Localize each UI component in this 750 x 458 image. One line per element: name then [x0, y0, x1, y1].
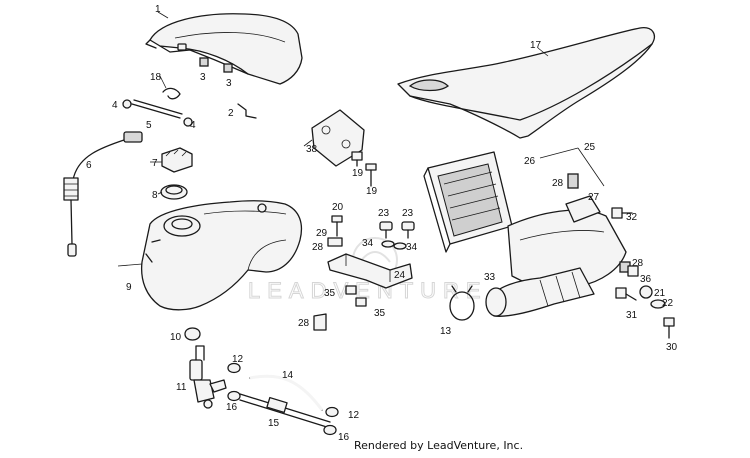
callout-23-b: 23 [402, 208, 414, 219]
callout-16-right: 16 [338, 432, 350, 443]
part-seat [397, 27, 655, 139]
callout-7: 7 [152, 158, 158, 169]
callout-16-left: 16 [226, 402, 238, 413]
part-bolt-20 [331, 215, 343, 237]
part-bolt-a [351, 151, 363, 167]
callout-18: 18 [150, 72, 162, 83]
callout-12-lower: 12 [348, 410, 360, 421]
callout-9: 9 [126, 282, 132, 293]
part-bolt-b [365, 163, 377, 187]
callout-1: 1 [155, 4, 161, 15]
callout-19-b: 19 [366, 186, 378, 197]
part-bushing-28 [327, 237, 343, 247]
part-screw-32 [611, 207, 633, 219]
callout-10: 10 [170, 332, 182, 343]
part-nut-36 [627, 265, 639, 277]
callout-34-b: 34 [406, 242, 418, 253]
callout-38: 38 [306, 144, 318, 155]
callout-31: 31 [626, 310, 638, 321]
callout-35-a: 35 [324, 288, 336, 299]
callout-28-upper: 28 [552, 178, 564, 189]
part-clip-right [223, 63, 233, 73]
callout-12-upper: 12 [232, 354, 244, 365]
callout-14: 14 [282, 370, 294, 381]
part-mounting-plate [311, 109, 365, 167]
callout-30: 30 [666, 342, 678, 353]
callout-4-right: 4 [190, 120, 196, 131]
callout-19-a: 19 [352, 168, 364, 179]
part-clip-28-upper [567, 173, 579, 189]
callout-23-a: 23 [378, 208, 390, 219]
callout-27: 27 [588, 192, 600, 203]
callout-3-left: 3 [200, 72, 206, 83]
part-gasket [160, 184, 188, 200]
part-bracket-strap [327, 253, 413, 289]
callout-25: 25 [584, 142, 596, 153]
leader-lines [117, 11, 605, 267]
callout-34-a: 34 [362, 238, 374, 249]
callout-20: 20 [332, 202, 344, 213]
callout-35-b: 35 [374, 308, 386, 319]
callout-36: 36 [640, 274, 652, 285]
part-intake-duct [485, 267, 595, 317]
callout-24: 24 [394, 270, 406, 281]
callout-6: 6 [86, 160, 92, 171]
part-hose-clamp-upper [227, 362, 241, 374]
part-rear-cover [145, 13, 303, 85]
callout-17: 17 [530, 40, 542, 51]
callout-22: 22 [662, 298, 674, 309]
part-tank-cap [161, 147, 193, 173]
part-fuel-tap [189, 345, 227, 409]
part-clamp-small-a [227, 390, 241, 402]
part-washer-b [393, 242, 407, 250]
callout-15: 15 [268, 418, 280, 429]
callout-28-left: 28 [312, 242, 324, 253]
part-screw-35b [355, 297, 367, 307]
callout-5: 5 [146, 120, 152, 131]
callout-2: 2 [228, 108, 234, 119]
part-bracket [237, 103, 257, 119]
part-washer-a [381, 240, 395, 248]
part-fuel-tank [140, 200, 303, 311]
callout-28-right: 28 [632, 258, 644, 269]
part-air-box [507, 195, 627, 291]
callout-33: 33 [484, 272, 496, 283]
callout-28-lower: 28 [298, 318, 310, 329]
part-screw-35a [345, 285, 357, 295]
footer-credit: Rendered by LeadVenture, Inc. [354, 439, 524, 452]
callout-21: 21 [654, 288, 666, 299]
part-fuel-cable [63, 131, 143, 257]
part-clip-nut-left [122, 99, 132, 109]
part-clamp-small-b [323, 424, 337, 436]
part-clip-left [199, 57, 209, 67]
part-hose-clamp-top [184, 327, 201, 341]
callout-29: 29 [316, 228, 328, 239]
callout-11: 11 [176, 382, 187, 393]
callout-labels: 1 2 3 3 4 4 5 6 7 8 9 10 11 12 12 13 14 … [86, 4, 678, 443]
part-bracket-28-lower [313, 313, 327, 331]
part-screw-a [379, 221, 393, 239]
part-hose-clamp-lower [325, 406, 339, 418]
callout-3-right: 3 [226, 78, 232, 89]
callout-4-left: 4 [112, 100, 118, 111]
part-bolt-30 [663, 317, 675, 339]
part-washer-21 [639, 285, 653, 299]
callout-8: 8 [152, 190, 158, 201]
part-pin [131, 99, 183, 119]
part-screw-b [401, 221, 415, 239]
part-clip-nut-right [183, 117, 193, 127]
part-fuel-filter-line [239, 393, 331, 429]
part-air-filter [423, 151, 513, 253]
callout-26: 26 [524, 156, 536, 167]
part-spring [162, 87, 181, 100]
part-spacer-22 [650, 299, 666, 309]
part-clamp-ring [449, 285, 475, 321]
part-bolt-31 [615, 287, 637, 301]
callout-32: 32 [626, 212, 638, 223]
callout-13: 13 [440, 326, 452, 337]
